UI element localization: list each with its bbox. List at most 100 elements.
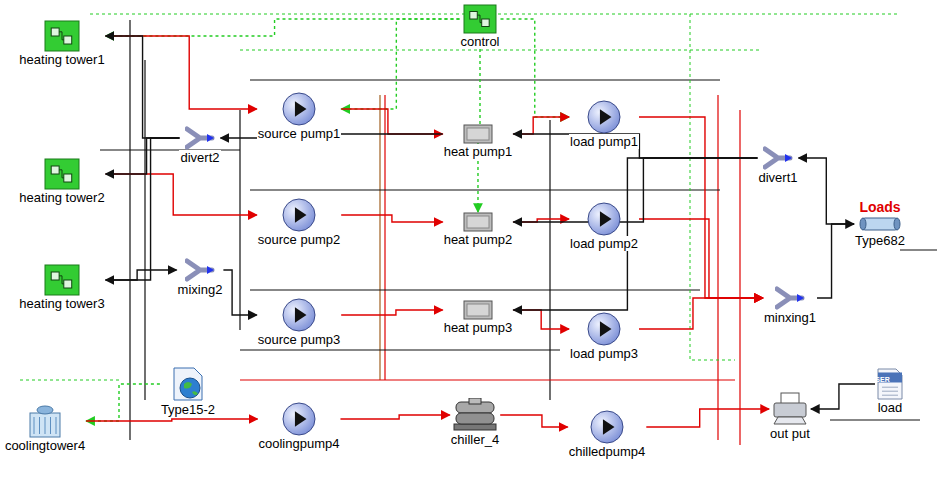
component-label: minxing1 bbox=[763, 310, 817, 325]
component-label: chiller_4 bbox=[450, 432, 500, 447]
signal-wire bbox=[240, 50, 760, 51]
component-label: heat pump3 bbox=[443, 320, 514, 335]
component-label: heating tower2 bbox=[18, 190, 105, 205]
chiller-shell bbox=[456, 413, 494, 424]
pipe-connector bbox=[106, 36, 180, 138]
component-icon bbox=[185, 126, 215, 150]
component-label: Type15-2 bbox=[160, 402, 216, 417]
component-block: coolingpump4 bbox=[258, 402, 341, 451]
wire bbox=[129, 20, 130, 440]
component-label: heating tower3 bbox=[18, 296, 105, 311]
file-line bbox=[882, 391, 898, 392]
component-icon bbox=[170, 366, 206, 402]
icon-part bbox=[64, 280, 72, 288]
wire bbox=[250, 79, 720, 80]
component-block: heating tower2 bbox=[18, 158, 105, 205]
file-line bbox=[882, 395, 898, 396]
component-label: chilledpump4 bbox=[568, 444, 647, 459]
pipe-connector bbox=[646, 409, 769, 427]
component-label: heat pump2 bbox=[443, 232, 514, 247]
component-block: heat pump2 bbox=[443, 212, 514, 247]
component-icon bbox=[587, 202, 621, 236]
icon-part bbox=[477, 15, 481, 23]
icon-part bbox=[467, 304, 489, 316]
tower-fill bbox=[56, 417, 57, 434]
pump-body bbox=[283, 93, 315, 125]
pump-body bbox=[283, 299, 315, 331]
wire bbox=[830, 419, 920, 420]
component-icon bbox=[282, 92, 316, 126]
component-block: chilledpump4 bbox=[568, 410, 647, 459]
pipe-connector bbox=[513, 134, 757, 158]
heat-pump-body bbox=[464, 125, 492, 143]
component-label: coolingpump4 bbox=[258, 436, 341, 451]
pipe-connector bbox=[513, 158, 757, 310]
component-icon bbox=[44, 264, 80, 296]
component-icon bbox=[26, 404, 64, 438]
component-label: divert1 bbox=[757, 170, 798, 185]
component-icon bbox=[587, 100, 621, 134]
icon-part bbox=[467, 128, 489, 140]
component-block: heat pump1 bbox=[443, 124, 514, 159]
wire bbox=[739, 110, 740, 445]
component-icon bbox=[463, 212, 493, 232]
pump-arrow bbox=[600, 211, 612, 227]
pipe-connector bbox=[86, 419, 257, 421]
component-icon bbox=[463, 4, 497, 34]
icon-part bbox=[64, 174, 72, 182]
pump-arrow bbox=[295, 207, 307, 223]
pipe-connector bbox=[106, 36, 257, 109]
wire bbox=[144, 60, 145, 400]
component-block: source pump3 bbox=[257, 298, 341, 347]
icon-body bbox=[45, 159, 79, 189]
component-label: divert2 bbox=[179, 150, 220, 165]
component-icon bbox=[44, 158, 80, 190]
signal-wire bbox=[690, 14, 735, 360]
chiller-box bbox=[469, 398, 481, 404]
pump-arrow bbox=[295, 411, 307, 427]
pipe-connector bbox=[106, 19, 460, 36]
component-block: source pump2 bbox=[257, 198, 341, 247]
tower-fill bbox=[39, 417, 40, 434]
component-block: LoadsType682 bbox=[854, 200, 906, 248]
printer-body bbox=[774, 403, 806, 417]
pipe-connector bbox=[501, 19, 570, 117]
icon-part bbox=[482, 19, 489, 27]
component-icon bbox=[463, 300, 493, 320]
component-block: control bbox=[459, 4, 500, 49]
pipe-connector bbox=[86, 384, 160, 421]
pump-arrow bbox=[600, 321, 612, 337]
component-label: source pump1 bbox=[257, 126, 341, 141]
wire bbox=[549, 120, 550, 400]
component-block: coolingtower4 bbox=[4, 404, 86, 453]
icon-body bbox=[45, 265, 79, 295]
pipe-connector bbox=[513, 117, 569, 134]
icon-body bbox=[45, 21, 79, 51]
pipe-connector bbox=[500, 415, 567, 427]
pipe-connector bbox=[106, 174, 257, 215]
wire bbox=[239, 110, 240, 330]
component-block: load bbox=[875, 368, 905, 415]
pipe-connector bbox=[341, 310, 442, 315]
pump-body bbox=[588, 101, 620, 133]
icon-part bbox=[51, 166, 59, 174]
pump-arrow bbox=[600, 109, 612, 125]
pipe-connector bbox=[106, 270, 177, 280]
pipe-connector bbox=[106, 138, 180, 280]
pump-body bbox=[283, 403, 315, 435]
component-block: load pump2 bbox=[569, 202, 639, 251]
pipe-connector bbox=[817, 224, 854, 298]
component-label: load bbox=[877, 400, 904, 415]
pipe-connector bbox=[223, 270, 256, 315]
component-label: mixing2 bbox=[177, 282, 224, 297]
component-icon bbox=[463, 124, 493, 144]
component-icon bbox=[452, 398, 498, 432]
pipe-connector bbox=[513, 158, 757, 222]
component-icon bbox=[282, 402, 316, 436]
component-label: coolingtower4 bbox=[4, 438, 86, 453]
pipe-connector bbox=[341, 109, 442, 134]
file-page bbox=[878, 369, 902, 399]
heat-pump-body bbox=[464, 301, 492, 319]
globe bbox=[180, 378, 200, 398]
